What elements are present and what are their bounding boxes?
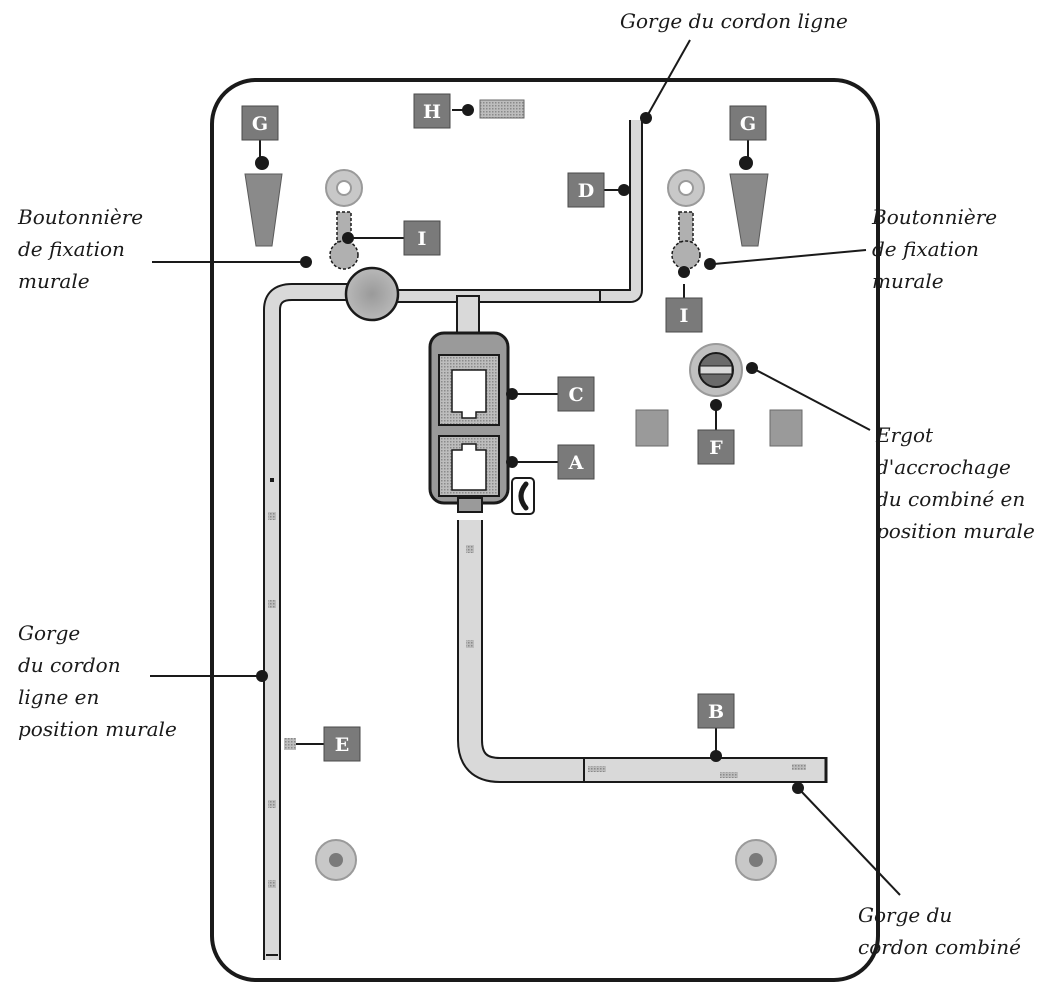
wall-mount-keyhole-right bbox=[667, 169, 705, 270]
pad-right bbox=[769, 409, 803, 447]
svg-text:G: G bbox=[740, 113, 756, 135]
foot-left bbox=[244, 173, 283, 247]
annotation-boutonniere-right: Boutonnière de fixation murale bbox=[871, 205, 1003, 293]
handset-icon bbox=[511, 477, 535, 515]
label-g-right: G bbox=[729, 105, 767, 141]
wall-mount-keyhole-left bbox=[325, 169, 363, 270]
label-f: F bbox=[697, 429, 735, 465]
svg-text:H: H bbox=[423, 101, 441, 123]
foot-right bbox=[729, 173, 769, 247]
label-g-left: G bbox=[241, 105, 279, 141]
pad-left bbox=[635, 409, 669, 447]
label-i-left: I bbox=[403, 220, 441, 256]
svg-text:G: G bbox=[252, 113, 268, 135]
svg-text:I: I bbox=[680, 305, 689, 327]
svg-text:D: D bbox=[578, 180, 594, 202]
label-c: C bbox=[557, 376, 595, 412]
label-d: D bbox=[567, 172, 605, 208]
annotation-gorge-ligne-murale: Gorge du cordon ligne en position murale bbox=[18, 621, 177, 741]
groove-ticks bbox=[268, 478, 806, 888]
handset-hook-screw bbox=[689, 343, 743, 397]
svg-text:B: B bbox=[708, 701, 724, 723]
label-i-right: I bbox=[665, 297, 703, 333]
svg-text:E: E bbox=[335, 734, 349, 756]
svg-text:I: I bbox=[418, 228, 427, 250]
svg-text:F: F bbox=[709, 437, 723, 459]
label-e: E bbox=[323, 726, 361, 762]
line-cord-groove-wall bbox=[263, 283, 360, 960]
annotation-gorge-ligne: Gorge du cordon ligne bbox=[620, 9, 848, 33]
label-b: B bbox=[697, 693, 735, 729]
slot-h bbox=[479, 99, 525, 119]
svg-text:C: C bbox=[568, 384, 583, 406]
label-h: H bbox=[413, 93, 451, 129]
line-cord-groove-top bbox=[395, 120, 643, 337]
annotation-boutonniere-left: Boutonnière de fixation murale bbox=[17, 205, 149, 293]
annotation-ergot: Ergot d'accrochage du combiné en positio… bbox=[875, 423, 1035, 543]
annotation-gorge-combine: Gorge du cordon combiné bbox=[858, 903, 1021, 959]
label-a: A bbox=[557, 444, 595, 480]
svg-text:A: A bbox=[568, 452, 584, 474]
leader-lines bbox=[150, 39, 901, 896]
device-outline bbox=[210, 78, 880, 982]
jack-block bbox=[428, 331, 510, 513]
rubber-foot-bottom-right bbox=[735, 839, 777, 881]
cord-junction-disc bbox=[344, 266, 400, 322]
handset-cord-groove bbox=[457, 520, 828, 783]
rubber-foot-bottom-left bbox=[315, 839, 357, 881]
